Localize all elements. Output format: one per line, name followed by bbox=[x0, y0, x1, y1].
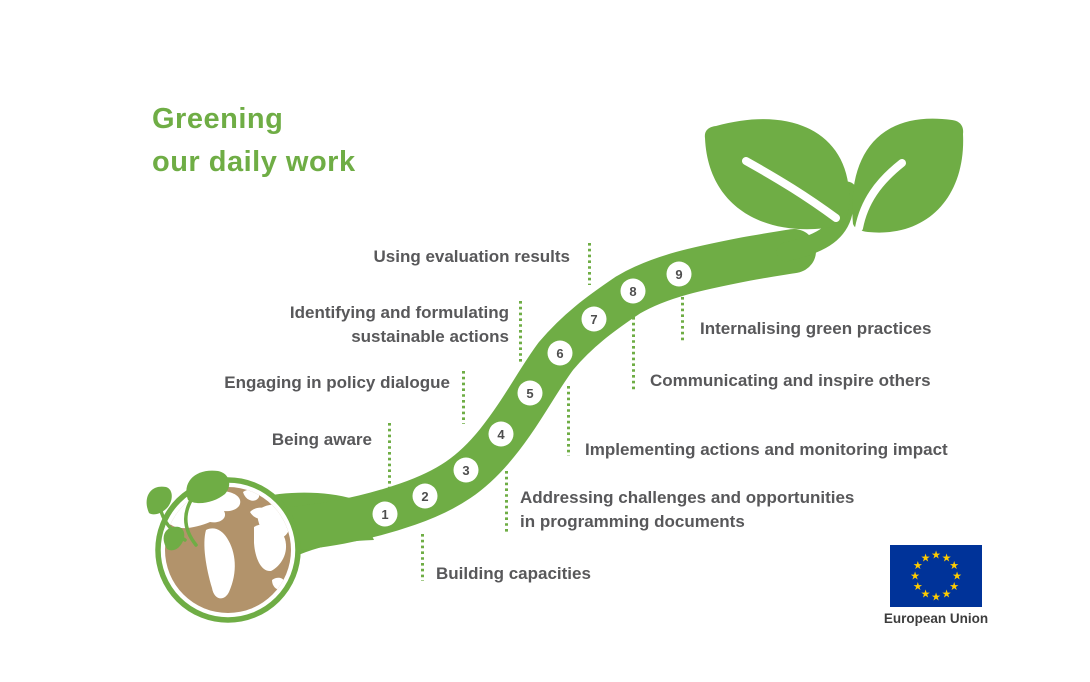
path-band bbox=[246, 229, 816, 553]
svg-text:★: ★ bbox=[949, 580, 959, 593]
globe-icon bbox=[146, 470, 301, 623]
svg-text:★: ★ bbox=[921, 588, 931, 601]
step-marker-5: 5 bbox=[517, 380, 543, 406]
svg-text:5: 5 bbox=[526, 386, 533, 401]
sprout-leaves-icon bbox=[704, 118, 964, 233]
label-step-5: Identifying and formulating sustainable … bbox=[289, 303, 509, 346]
step-marker-8: 8 bbox=[620, 278, 646, 304]
label-step-3: Engaging in policy dialogue bbox=[224, 373, 450, 392]
label-step-1: Being aware bbox=[271, 430, 372, 449]
step-marker-9: 9 bbox=[666, 261, 692, 287]
svg-text:★: ★ bbox=[942, 551, 952, 564]
label-step-6: Implementing actions and monitoring impa… bbox=[585, 440, 948, 459]
svg-text:6: 6 bbox=[556, 346, 563, 361]
svg-text:★: ★ bbox=[931, 591, 941, 604]
step-marker-1: 1 bbox=[372, 501, 398, 527]
step-markers: 1 2 3 4 5 6 7 bbox=[372, 261, 692, 527]
label-step-4: Addressing challenges and opportunities … bbox=[520, 488, 855, 531]
globe-leaf-icon bbox=[146, 470, 230, 551]
page-title: Greening our daily work bbox=[152, 98, 356, 184]
title-line-2: our daily work bbox=[152, 146, 356, 178]
svg-text:1: 1 bbox=[381, 507, 388, 522]
step-marker-7: 7 bbox=[581, 306, 607, 332]
svg-text:★: ★ bbox=[949, 559, 959, 572]
svg-text:2: 2 bbox=[421, 489, 428, 504]
svg-text:8: 8 bbox=[629, 284, 636, 299]
label-step-2: Building capacities bbox=[436, 564, 591, 583]
svg-text:★: ★ bbox=[921, 551, 931, 564]
eu-flag-icon: ★ ★ ★ ★ ★ ★ ★ ★ ★ ★ ★ ★ bbox=[890, 545, 982, 607]
svg-text:3: 3 bbox=[462, 463, 469, 478]
svg-text:★: ★ bbox=[910, 570, 920, 583]
svg-text:★: ★ bbox=[942, 588, 952, 601]
svg-text:★: ★ bbox=[913, 580, 923, 593]
step-marker-6: 6 bbox=[547, 340, 573, 366]
svg-text:★: ★ bbox=[952, 570, 962, 583]
label-step-9: Internalising green practices bbox=[700, 319, 932, 338]
label-step-7: Using evaluation results bbox=[373, 247, 571, 266]
step-marker-3: 3 bbox=[453, 457, 479, 483]
svg-text:4: 4 bbox=[497, 427, 505, 442]
svg-text:★: ★ bbox=[931, 549, 941, 562]
svg-text:★: ★ bbox=[913, 559, 923, 572]
eu-flag-caption: European Union bbox=[883, 611, 989, 626]
label-step-8: Communicating and inspire others bbox=[650, 371, 931, 390]
svg-text:7: 7 bbox=[590, 312, 597, 327]
title-line-1: Greening bbox=[152, 103, 284, 135]
step-marker-4: 4 bbox=[488, 421, 514, 447]
svg-text:9: 9 bbox=[675, 267, 682, 282]
step-marker-2: 2 bbox=[412, 483, 438, 509]
